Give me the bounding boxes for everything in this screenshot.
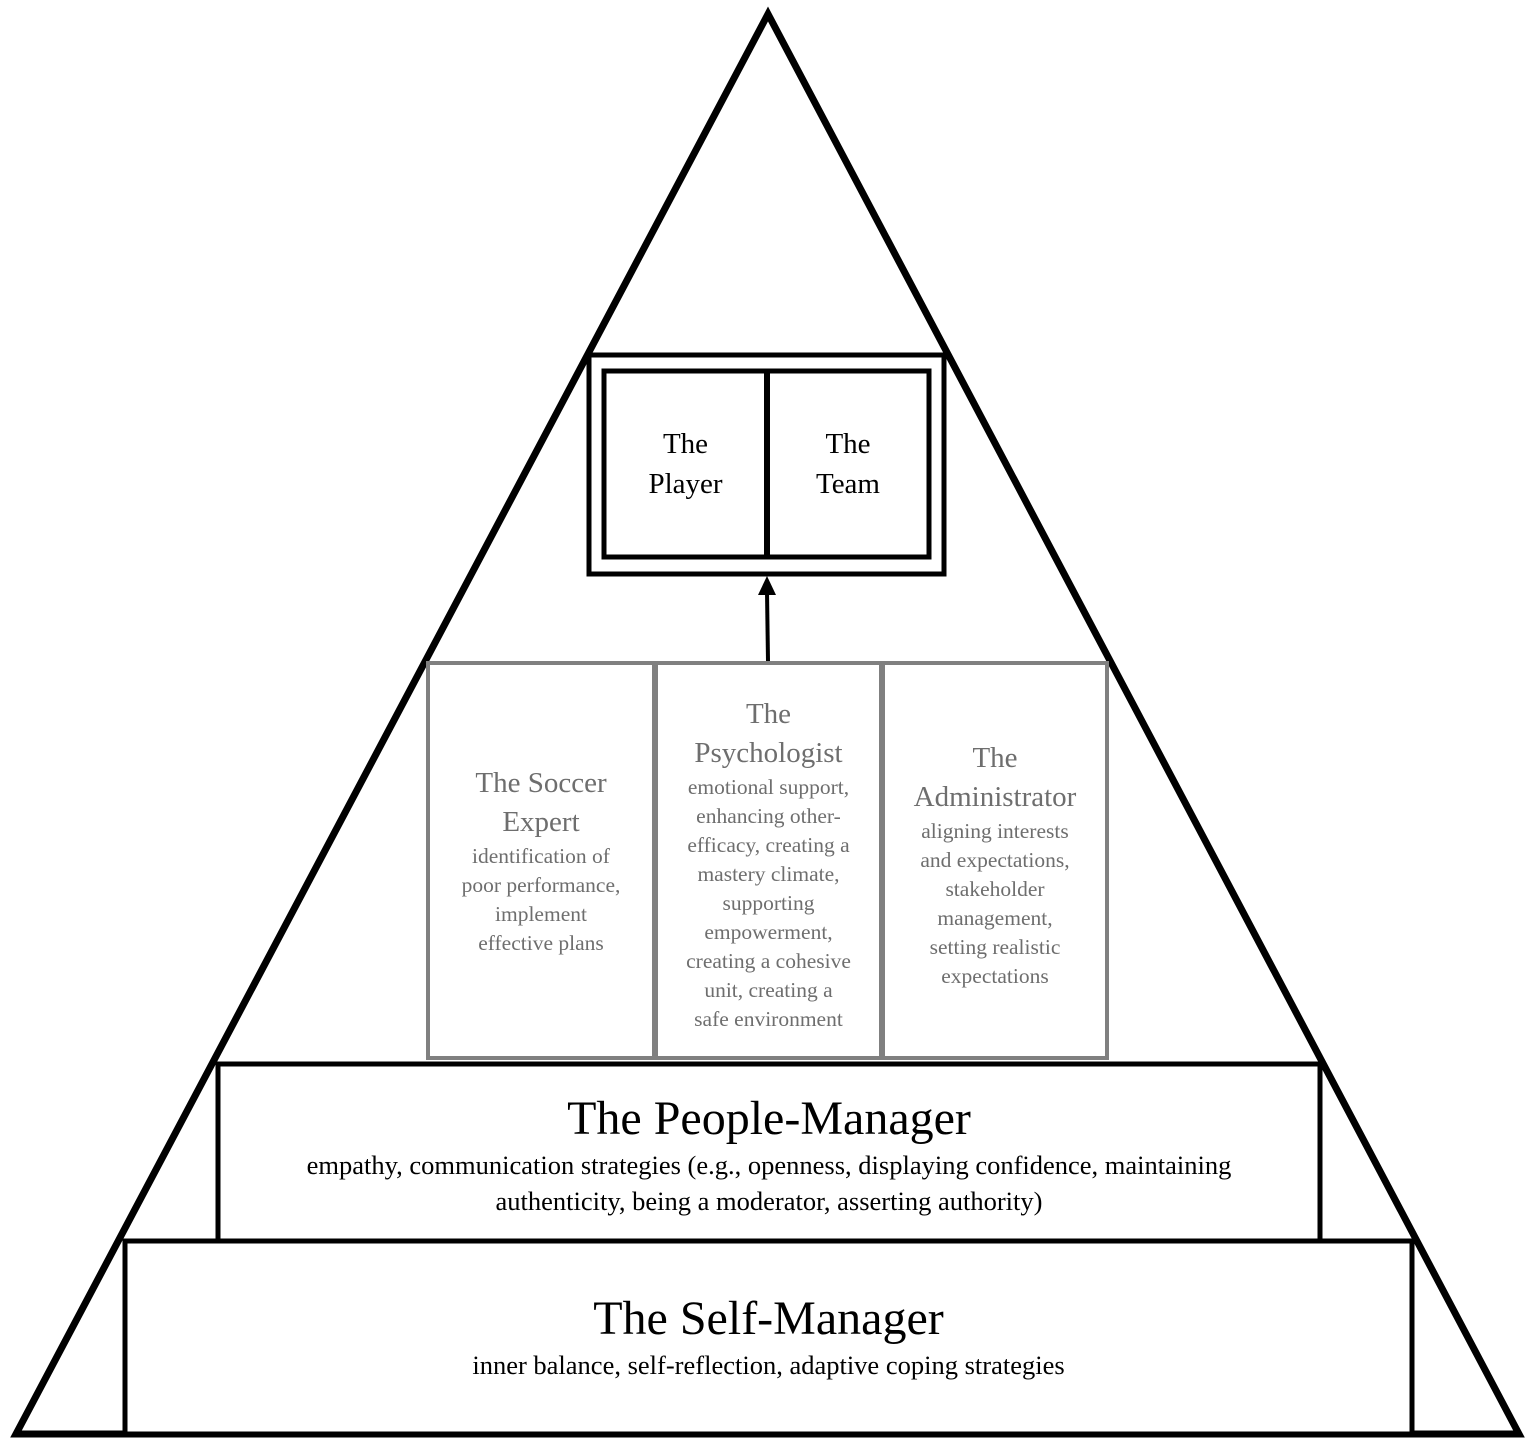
people-manager-description: empathy, communication strategies (e.g.,… xyxy=(306,1150,1232,1216)
administrator-box xyxy=(881,661,1109,1060)
arrow-head-icon xyxy=(758,576,776,595)
self-manager-level: The Self-Manager inner balance, self-ref… xyxy=(130,1246,1407,1429)
soccer-expert-box xyxy=(426,661,656,1060)
soccer-expert-description: identification of poor performance, impl… xyxy=(461,843,621,955)
people-manager-level: The People-Manager empathy, communicatio… xyxy=(223,1069,1315,1236)
psychologist-title: The Psychologist xyxy=(694,698,843,769)
psychologist-description: emotional support, enhancing other- effi… xyxy=(686,775,851,1031)
team-label: The Team xyxy=(816,428,880,500)
people-manager-box xyxy=(215,1061,1323,1244)
administrator-title: The Administrator xyxy=(913,742,1077,813)
psychologist-role: The Psychologist emotional support, enha… xyxy=(660,667,877,1054)
player-label: The Player xyxy=(648,428,723,500)
administrator-role: The Administrator aligning interests and… xyxy=(887,667,1103,1054)
soccer-expert-title: The Soccer Expert xyxy=(475,766,607,838)
arrow-shaft xyxy=(765,591,770,662)
soccer-expert-role: The Soccer Expert identification of poor… xyxy=(432,667,650,1054)
self-manager-box xyxy=(122,1238,1415,1437)
people-manager-title: The People-Manager xyxy=(567,1092,971,1145)
self-manager-title: The Self-Manager xyxy=(593,1292,944,1345)
psychologist-box xyxy=(654,661,883,1060)
self-manager-description: inner balance, self-reflection, adaptive… xyxy=(472,1350,1065,1380)
administrator-description: aligning interests and expectations, sta… xyxy=(920,819,1070,988)
